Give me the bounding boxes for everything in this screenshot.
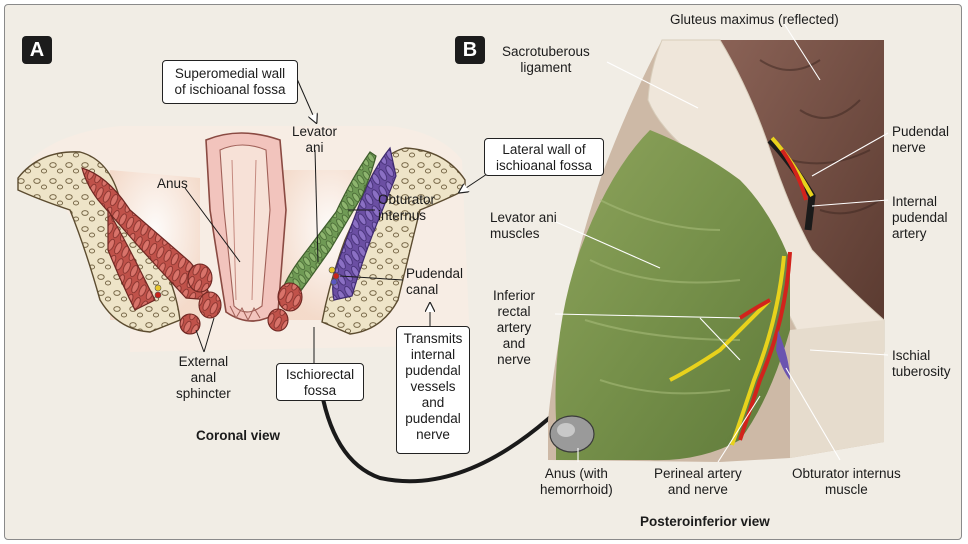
transmits-label: Transmits internal pudendal vessels and … xyxy=(403,331,463,442)
panel-b-photo xyxy=(548,39,885,462)
panel-a-illustration xyxy=(17,126,470,352)
ischiorectal-fossa-box: Ischiorectal fossa xyxy=(276,363,364,401)
levator-ani-muscles-label: Levator ani muscles xyxy=(490,210,557,241)
panel-b-caption: Posteroinferior view xyxy=(640,514,770,529)
right-ischium xyxy=(321,147,466,335)
gluteus-maximus-label: Gluteus maximus (reflected) xyxy=(670,12,839,27)
inferior-rectal-label: Inferior rectal artery and nerve xyxy=(493,288,536,367)
lateral-wall-box: Lateral wall of ischioanal fossa xyxy=(484,138,604,176)
obturator-internus-muscle-label: Obturator internus muscle xyxy=(792,466,901,497)
left-obturator-muscle xyxy=(107,207,156,311)
external-anal-sphincter-label: External anal sphincter xyxy=(176,354,231,401)
levator-ani-label: Levator ani xyxy=(292,124,338,155)
transmits-box: Transmits internal pudendal vessels and … xyxy=(396,326,470,454)
panel-b-badge: B xyxy=(455,36,485,64)
pudendal-nerve-label: Pudendal nerve xyxy=(892,124,950,155)
superomedial-wall-box: Superomedial wall of ischioanal fossa xyxy=(162,60,298,104)
panel-a-badge: A xyxy=(22,36,52,64)
internal-pudendal-artery-label: Internal pudendal artery xyxy=(892,194,948,241)
ischial-tuberosity-label: Ischial tuberosity xyxy=(892,348,951,379)
connecting-arrow xyxy=(316,354,613,484)
panel-a-leaders xyxy=(184,71,491,365)
anus-label: Anus xyxy=(157,176,188,191)
lateral-wall-label: Lateral wall of ischioanal fossa xyxy=(495,142,593,173)
obturator-internus-label: Obturator internus xyxy=(378,192,436,223)
ischiorectal-fossa-label: Ischiorectal fossa xyxy=(285,367,355,398)
panel-a-caption: Coronal view xyxy=(196,428,281,443)
left-levator-muscle xyxy=(81,167,211,301)
anus-hemorrhoid-label: Anus (with hemorrhoid) xyxy=(540,466,613,497)
panel-b-leaders xyxy=(554,21,889,463)
levator-ani-photo xyxy=(555,130,790,461)
superomedial-wall-label: Superomedial wall of ischioanal fossa xyxy=(174,66,286,97)
sacrotuberous-ligament-label: Sacrotuberous ligament xyxy=(502,44,590,75)
pudendal-canal-label: Pudendal canal xyxy=(406,266,464,297)
perineal-label: Perineal artery and nerve xyxy=(654,466,742,497)
